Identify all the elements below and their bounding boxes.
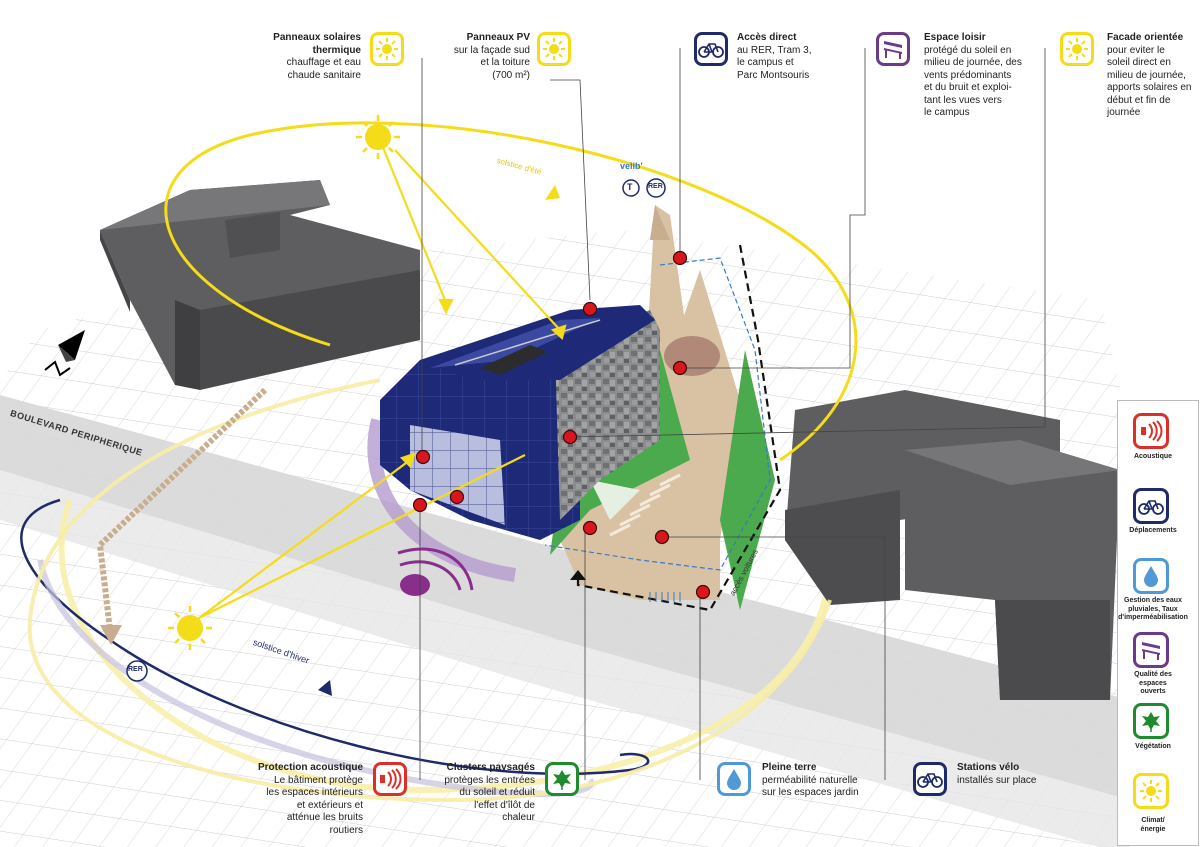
bicycle-icon	[1133, 488, 1169, 524]
leader-lines	[419, 48, 1046, 780]
marker-pv-roof	[582, 301, 598, 317]
right-building	[785, 390, 1120, 700]
callout-title: Panneaux PV	[466, 32, 530, 43]
callout-title: Facade orientée	[1107, 32, 1184, 43]
water-drop-icon	[1133, 558, 1169, 594]
sun-icon	[537, 32, 571, 66]
legend-label: Climat/ énergie	[1140, 817, 1166, 833]
callout-title: Panneaux solaires thermique	[273, 32, 361, 56]
acoustic-icon	[373, 762, 407, 796]
marker-glass	[449, 489, 465, 505]
marker-bikes	[654, 529, 670, 545]
boulevard-road	[0, 395, 1130, 800]
winter-sun-path	[58, 498, 833, 794]
bench-icon	[876, 32, 910, 66]
summer-sun-path	[164, 121, 858, 462]
callout-text: protèges les entrées du soleil et réduit…	[444, 774, 535, 824]
sun-rays	[189, 139, 567, 626]
rer-path-arrowhead	[100, 625, 122, 645]
car-access-arrow	[570, 570, 586, 580]
callout-landscape-clusters: Clusters paysagés protèges les entrées d…	[420, 762, 535, 825]
summer-sun	[356, 115, 400, 159]
marker-access	[672, 250, 688, 266]
sound-wave-marker	[397, 547, 474, 596]
tree-canopy	[664, 336, 720, 376]
marker-leisure	[672, 360, 688, 376]
callout-direct-access: Accès direct au RER, Tram 3, le campus e…	[737, 32, 837, 82]
tram-label: T	[627, 182, 633, 192]
callout-pv-panels: Panneaux PV sur la façade sud et la toit…	[432, 32, 530, 82]
car-access-path	[576, 244, 782, 612]
callout-acoustic-protection: Protection acoustique Le bâtiment protèg…	[255, 762, 363, 837]
callout-bike-stations: Stations vélo installés sur place	[957, 762, 1057, 787]
blue-boundary	[544, 257, 771, 571]
bicycle-icon	[694, 32, 728, 66]
rer-label-bottom: RER	[128, 666, 143, 673]
callout-text: au RER, Tram 3, le campus et Parc Montso…	[737, 44, 812, 81]
leaf-icon	[1133, 703, 1169, 739]
marker-clusters	[582, 520, 598, 536]
north-arrow-icon	[44, 330, 85, 377]
bicycle-icon	[913, 762, 947, 796]
rer-badge-bottom	[126, 660, 148, 682]
green-lawn	[590, 480, 640, 520]
bike-racks	[609, 473, 681, 537]
callout-text: installés sur place	[957, 774, 1037, 786]
infiltration-arrows	[649, 592, 681, 602]
road-shadow	[0, 470, 1130, 847]
red-markers	[412, 250, 711, 600]
callout-text: perméabilité naturelle sur les espaces j…	[762, 774, 859, 799]
callout-open-ground: Pleine terre perméabilité naturelle sur …	[762, 762, 892, 800]
rer-badge-top	[646, 178, 666, 198]
callout-title: Protection acoustique	[257, 762, 363, 773]
left-building	[100, 180, 420, 390]
callout-title: Espace loisir	[924, 32, 986, 43]
sun-icon	[1133, 773, 1169, 809]
marker-thermal	[415, 449, 431, 465]
callout-text: Le bâtiment protège les espaces intérieu…	[266, 774, 363, 836]
rer-path-arrow	[96, 387, 268, 631]
marker-soil	[695, 584, 711, 600]
callout-text: pour eviter le soleil direct en milieu d…	[1107, 44, 1192, 119]
water-drop-icon	[717, 762, 751, 796]
callout-leisure-space: Espace loisir protégé du soleil en milie…	[924, 32, 1034, 120]
marker-acoustic	[412, 497, 428, 513]
legend	[1117, 400, 1199, 846]
acoustic-icon	[1133, 413, 1169, 449]
marker-facade	[562, 429, 578, 445]
winter-solstice-arrow	[318, 680, 332, 696]
callout-title: Accès direct	[737, 32, 797, 43]
callout-text: protégé du soleil en milieu de journée, …	[924, 44, 1022, 119]
callout-solar-thermal: Panneaux solaires thermique chauffage et…	[265, 32, 361, 82]
solar-ellipse	[27, 378, 832, 803]
legend-label: Déplacements	[1129, 527, 1177, 534]
velib-arrowhead	[650, 205, 670, 240]
legend-label: Végétation	[1135, 743, 1171, 750]
sun-icon	[1060, 32, 1094, 66]
legend-label: Qualité des espaces ouverts	[1134, 671, 1172, 695]
rer-label-top: RER	[648, 183, 663, 190]
legend-label: Acoustique	[1133, 453, 1173, 460]
leaf-icon	[545, 762, 579, 796]
legend-label: Gestion des eaux pluviales, Taux d'imper…	[1118, 597, 1188, 621]
summer-solstice-arrow	[545, 185, 560, 200]
callout-title: Pleine terre	[762, 762, 817, 773]
bench-icon	[1133, 632, 1169, 668]
callout-text: sur la façade sud et la toiture (700 m²)	[453, 44, 530, 81]
tram-badge	[622, 179, 640, 197]
callout-title: Stations vélo	[957, 762, 1020, 773]
callout-oriented-facade: Facade orientée pour eviter le soleil di…	[1107, 32, 1197, 120]
callout-text: chauffage et eau chaude sanitaire	[286, 57, 361, 81]
velib-label: velib'	[620, 161, 643, 171]
callout-title: Clusters paysagés	[446, 762, 535, 773]
sun-icon	[370, 32, 404, 66]
winter-sun	[168, 606, 212, 650]
